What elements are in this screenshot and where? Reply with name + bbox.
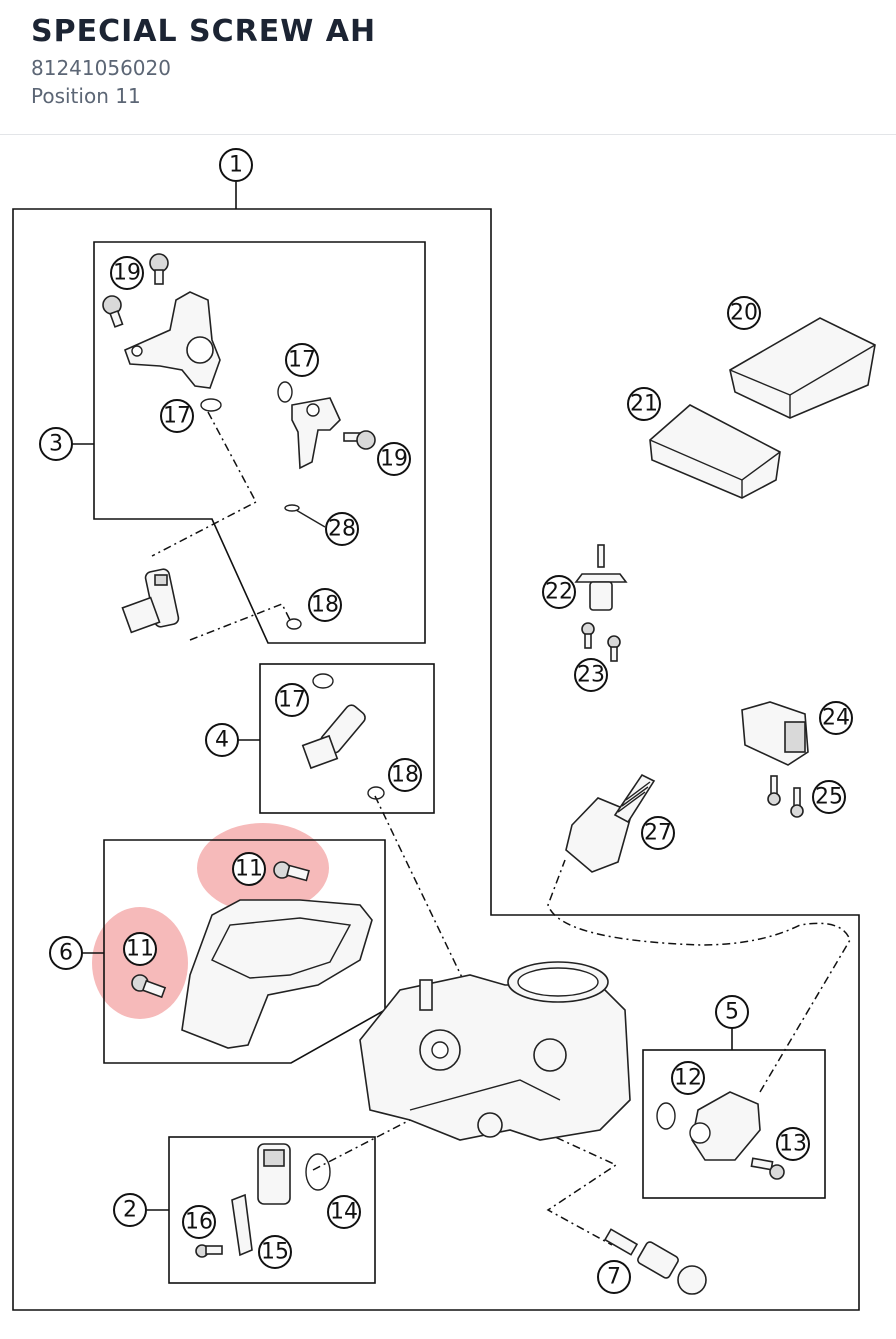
control-unit-20-drawing [729, 317, 876, 419]
callout-3: 3 [49, 432, 63, 457]
sensor-27-drawing [565, 773, 656, 873]
callout-21: 21 [630, 392, 658, 417]
idle-valve-7-drawing [603, 1228, 707, 1295]
callout-17b: 17 [288, 348, 316, 373]
callout-20: 20 [730, 301, 758, 326]
callout-1: 1 [229, 153, 243, 178]
part-title: SPECIAL SCREW AH [31, 14, 377, 49]
part-number: 81241056020 [31, 56, 171, 80]
callout-13: 13 [779, 1132, 807, 1157]
assembly-1-outline [12, 208, 860, 1311]
callout-17c: 17 [278, 688, 306, 713]
sensor-5-drawing [656, 1091, 785, 1180]
callout-17a: 17 [163, 404, 191, 429]
callout-18b: 18 [391, 763, 419, 788]
group-5-outline [642, 1049, 826, 1199]
rail-bracket-drawing [123, 291, 221, 389]
callout-14: 14 [330, 1200, 358, 1225]
o-ring-17b [277, 381, 293, 403]
group-3-outline [93, 241, 426, 644]
part-header: SPECIAL SCREW AH 81241056020 Position 11 [0, 0, 896, 135]
injector-assembly-drawing [121, 568, 180, 634]
callout-19b: 19 [380, 447, 408, 472]
o-ring-17a [200, 398, 222, 412]
callout-4: 4 [215, 728, 229, 753]
screw-19-drawing [102, 253, 376, 450]
callout-2: 2 [123, 1198, 137, 1223]
callout-19a: 19 [113, 261, 141, 286]
injector-4-drawing [301, 673, 385, 800]
callout-25: 25 [815, 785, 843, 810]
screws-25-drawing [767, 775, 804, 818]
callout-11a: 11 [235, 857, 263, 882]
callout-labels: 1 3 19 17 17 19 28 18 4 17 18 6 11 11 2 … [39, 148, 853, 1294]
group-4-outline [259, 663, 435, 814]
exploded-parts-diagram: 1 3 19 17 17 19 28 18 4 17 18 6 11 11 2 … [0, 135, 896, 1335]
throttle-cover-drawing [181, 899, 373, 1049]
special-screw-11-drawing [131, 861, 310, 999]
sensor-22-drawing [574, 544, 628, 611]
group-6-outline [103, 839, 386, 1064]
callout-24: 24 [822, 706, 850, 731]
callout-22: 22 [545, 580, 573, 605]
throttle-body-drawing [359, 961, 631, 1141]
callout-15: 15 [261, 1240, 289, 1265]
control-unit-21-drawing [649, 404, 781, 499]
throttle-sensor-2-drawing [195, 1143, 331, 1258]
callout-5: 5 [725, 1000, 739, 1025]
callout-27: 27 [644, 821, 672, 846]
callout-28: 28 [328, 517, 356, 542]
callout-12: 12 [674, 1066, 702, 1091]
callout-11b: 11 [126, 937, 154, 962]
callout-7: 7 [607, 1265, 621, 1290]
callout-16: 16 [185, 1210, 213, 1235]
callout-23: 23 [577, 663, 605, 688]
sensor-24-drawing [741, 701, 809, 766]
part-position: Position 11 [31, 84, 141, 108]
screws-23-drawing [581, 622, 621, 662]
pressure-regulator-drawing [291, 397, 341, 470]
callout-6: 6 [59, 941, 73, 966]
callout-18a: 18 [311, 593, 339, 618]
